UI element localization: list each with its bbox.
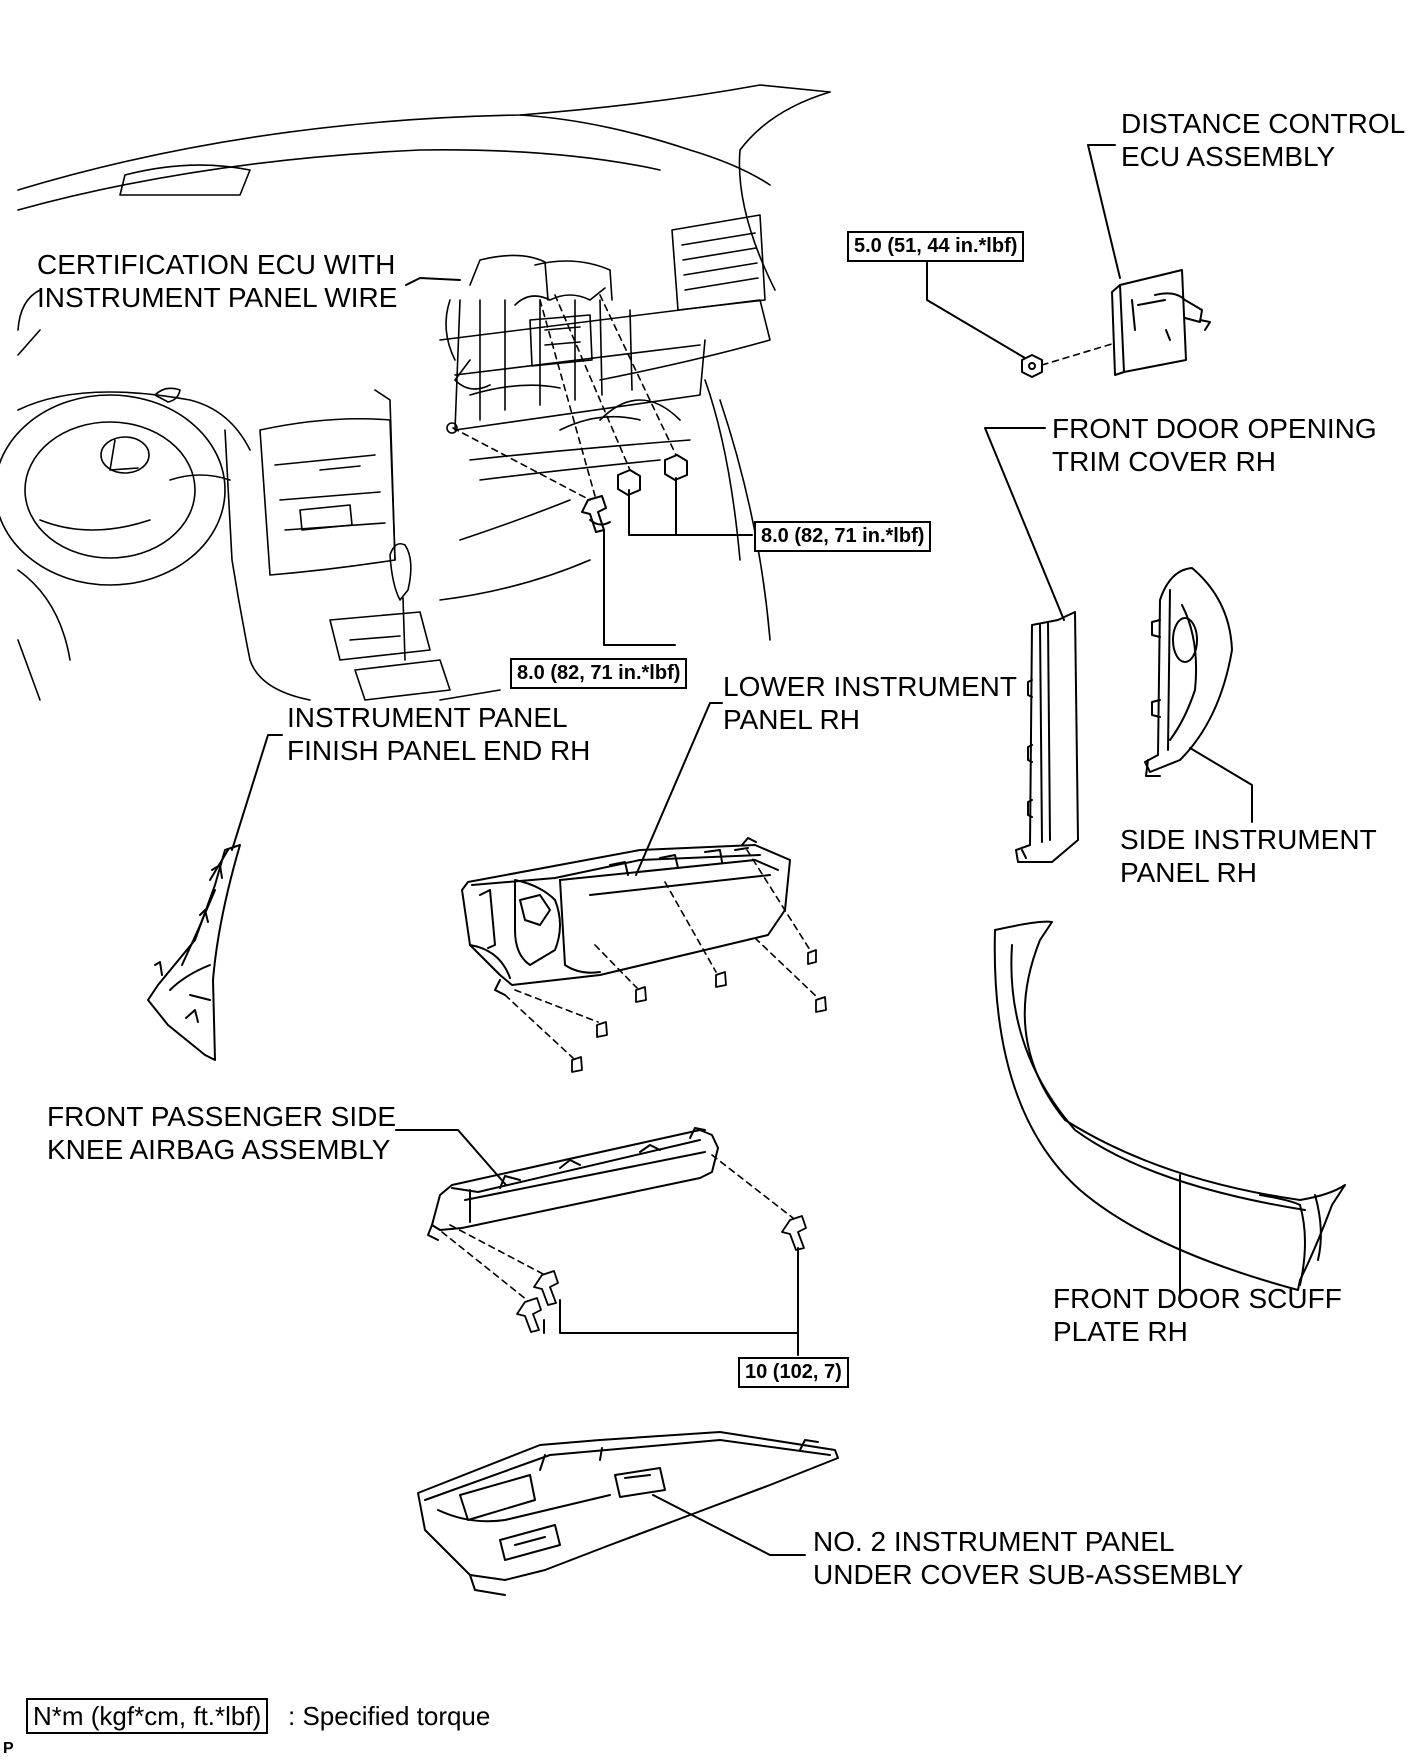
torque-box-distance-ecu: 5.0 (51, 44 in.*lbf): [847, 231, 1025, 262]
label-line: FRONT DOOR SCUFF: [1053, 1283, 1342, 1314]
side-instrument-panel: [1144, 567, 1233, 777]
door-opening-trim: [1015, 611, 1079, 863]
torque-box-ecu-nuts: 8.0 (82, 71 in.*lbf): [754, 521, 932, 552]
lower-panel-screws: [571, 949, 827, 1073]
legend-description: : Specified torque: [288, 1701, 491, 1731]
label-line: FRONT DOOR OPENING: [1052, 413, 1377, 444]
label-line: UNDER COVER SUB-ASSEMBLY: [813, 1559, 1244, 1590]
dashboard-illustration: [0, 84, 831, 701]
airbag-dashed: [441, 1154, 794, 1301]
label-line: SIDE INSTRUMENT: [1120, 824, 1377, 855]
label-finish-panel-end: INSTRUMENT PANEL FINISH PANEL END RH: [287, 701, 590, 767]
label-side-instrument-panel: SIDE INSTRUMENT PANEL RH: [1120, 823, 1377, 889]
label-distance-control-ecu: DISTANCE CONTROL ECU ASSEMBLY: [1121, 107, 1405, 173]
side-panel-leader: [1189, 747, 1253, 823]
label-front-door-opening-trim: FRONT DOOR OPENING TRIM COVER RH: [1052, 412, 1377, 478]
label-line: INSTRUMENT PANEL: [287, 702, 568, 733]
label-line: PANEL RH: [1120, 857, 1257, 888]
ecu-bolt: [581, 495, 607, 533]
label-line: LOWER INSTRUMENT: [723, 671, 1017, 702]
corner-code: P: [3, 1740, 14, 1757]
distance-ecu-torque-leader: [926, 261, 1026, 359]
finish-panel-end: [147, 844, 241, 1061]
label-certification-ecu: CERTIFICATION ECU WITH INSTRUMENT PANEL …: [37, 248, 397, 314]
under-cover: [417, 1431, 839, 1596]
distance-control-ecu: [1111, 269, 1211, 376]
knee-airbag: [427, 1127, 719, 1241]
label-line: ECU ASSEMBLY: [1121, 141, 1336, 172]
label-line: DISTANCE CONTROL: [1121, 108, 1406, 139]
lower-instrument-panel: [461, 837, 791, 996]
label-lower-instrument-panel: LOWER INSTRUMENT PANEL RH: [723, 670, 1017, 736]
label-line: PLATE RH: [1053, 1316, 1188, 1347]
label-line: CERTIFICATION ECU WITH: [37, 249, 396, 280]
distance-ecu-label-leader: [1087, 144, 1121, 279]
label-line: FRONT PASSENGER SIDE: [47, 1101, 397, 1132]
finish-panel-leader: [231, 734, 283, 851]
label-line: NO. 2 INSTRUMENT PANEL: [813, 1526, 1175, 1557]
lower-panel-leader: [635, 702, 723, 876]
airbag-bolts: [516, 1215, 807, 1333]
label-line: TRIM COVER RH: [1052, 446, 1276, 477]
label-under-cover: NO. 2 INSTRUMENT PANEL UNDER COVER SUB-A…: [813, 1525, 1243, 1591]
ecu-leader-lines: [405, 277, 753, 646]
label-line: KNEE AIRBAG ASSEMBLY: [47, 1134, 391, 1165]
knee-airbag-leader: [395, 1129, 507, 1186]
distance-ecu-dashed: [1041, 342, 1116, 366]
label-line: INSTRUMENT PANEL WIRE: [37, 282, 398, 313]
scuff-plate: [993, 920, 1346, 1291]
ecu-dashed-lines: [452, 294, 677, 501]
airbag-torque-leaders: [543, 1247, 799, 1356]
label-scuff-plate: FRONT DOOR SCUFF PLATE RH: [1053, 1282, 1342, 1348]
torque-box-ecu-bolt: 8.0 (82, 71 in.*lbf): [510, 658, 688, 689]
door-opening-trim-leader: [984, 427, 1065, 621]
label-knee-airbag: FRONT PASSENGER SIDE KNEE AIRBAG ASSEMBL…: [47, 1100, 396, 1166]
lower-panel-dashed: [504, 849, 819, 1059]
legend-torque-box: N*m (kgf*cm, ft.*lbf): [26, 1698, 269, 1734]
label-line: PANEL RH: [723, 704, 860, 735]
label-line: FINISH PANEL END RH: [287, 735, 591, 766]
torque-box-airbag: 10 (102, 7): [738, 1357, 849, 1388]
distance-ecu-nut: [1021, 354, 1043, 378]
under-cover-leader: [652, 1494, 806, 1556]
ecu-nut-right: [664, 454, 688, 481]
